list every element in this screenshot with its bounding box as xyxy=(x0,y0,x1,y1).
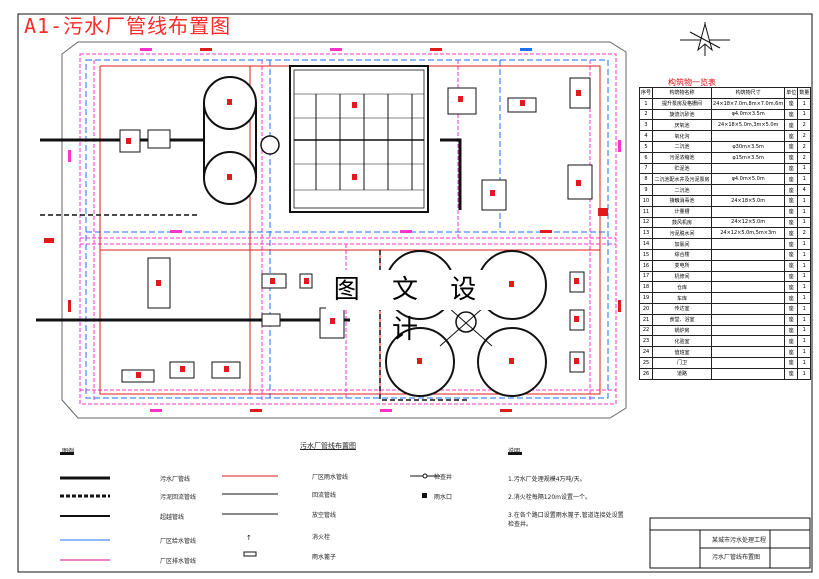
building-markers xyxy=(126,90,581,378)
legend-item: 雨水口 xyxy=(434,494,453,501)
notes-heading-bar xyxy=(508,452,522,455)
road-network xyxy=(79,53,617,405)
notes-heading: 说明 xyxy=(508,448,521,455)
equipment-table-title: 构筑物一览表 xyxy=(668,78,716,87)
note-line: 2.消火栓每隔120m设置一个。 xyxy=(508,494,592,501)
sheet-border xyxy=(17,13,813,573)
water-supply-lines xyxy=(85,59,609,399)
legend-item: 检查井 xyxy=(434,474,453,481)
equipment-table-header: 序号 构筑物名称 构筑物尺寸 单位 数量 xyxy=(638,87,812,99)
legend-item: 回流管线 xyxy=(312,492,337,499)
legend-item: 污泥回流管线 xyxy=(160,494,197,501)
title-block-drawing: 污水厂管线布置图 xyxy=(712,554,761,561)
aeration-tank xyxy=(289,65,429,213)
legend-item: 雨水篦子 xyxy=(312,554,337,561)
legend-item: 消火栓 xyxy=(312,534,331,541)
road-markers xyxy=(44,48,621,412)
legend-item: 放空管线 xyxy=(312,512,337,519)
drawing-title: A1-污水厂管线布置图 xyxy=(24,14,232,38)
note-line: 3.在各个路口设置雨水篦子,管道连接处设置检查井。 xyxy=(508,512,624,528)
legend-samples: ↑ xyxy=(60,473,440,561)
legend-heading: 图例 xyxy=(62,448,75,455)
legend-item: 污水厂管线 xyxy=(160,476,191,483)
legend-item: 超越管线 xyxy=(160,514,185,521)
watermark-text: 图 文 设 计 xyxy=(326,270,496,345)
svg-text:↑: ↑ xyxy=(246,534,252,542)
legend-heading-bar xyxy=(60,452,74,455)
title-block-project: 某城市污水处理工程 xyxy=(712,537,767,544)
legend-item: 厂区雨水管线 xyxy=(312,474,349,481)
site-boundary xyxy=(61,41,627,419)
note-line: 1.污水厂处理规模4万吨/天。 xyxy=(508,476,586,483)
title-block xyxy=(649,517,811,569)
legend-item: 厂区给水管线 xyxy=(160,538,197,545)
sludge-thickener-tanks xyxy=(203,76,280,205)
legend-item: 厂区排水管线 xyxy=(160,558,197,565)
north-arrow-icon xyxy=(680,22,730,56)
legend-section-title: 污水厂管线布置图 xyxy=(300,442,356,450)
